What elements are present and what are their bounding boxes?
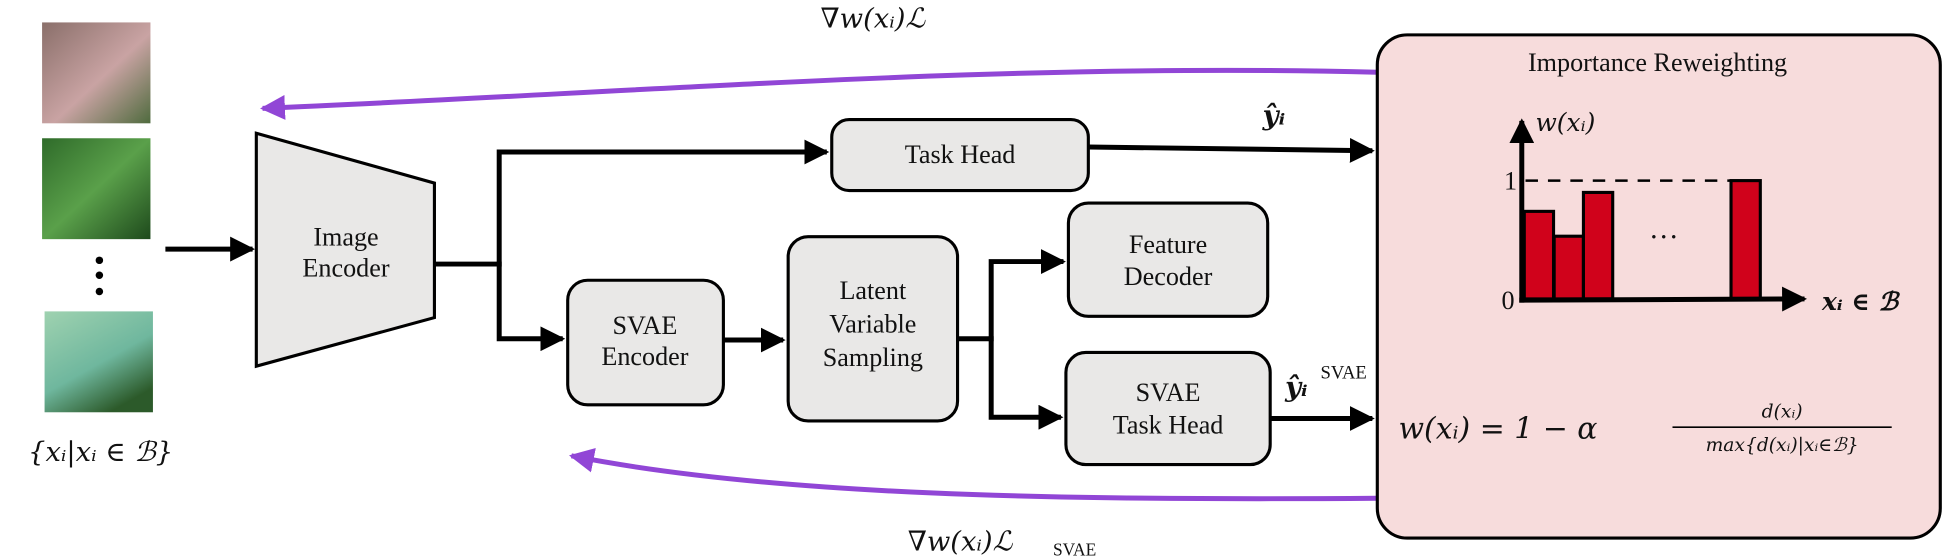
branch-to-svae-task-head [988, 336, 1064, 430]
input-image-forest [42, 138, 151, 240]
feature-decoder-block [1066, 201, 1270, 318]
input-image-urban [42, 22, 151, 124]
gradient-arrow-bottom [568, 447, 1378, 502]
x-axis-label: xᵢ ∈ ℬ [1821, 287, 1901, 316]
y-hat-label: ŷᵢ [1262, 100, 1285, 132]
task-head-block [830, 118, 1090, 193]
svae-encoder-label-2: Encoder [601, 342, 688, 371]
branch-to-svae-encoder [496, 261, 566, 352]
bars-ellipsis: ··· [1649, 221, 1679, 254]
svae-task-head-label-2: Task Head [1113, 410, 1224, 439]
weight-bar [1581, 190, 1615, 301]
gradient-label-bottom: ∇w(xᵢ)ℒ [908, 527, 1014, 558]
y-tick-one: 1 [1504, 166, 1517, 195]
feature-decoder-label-1: Feature [1129, 230, 1207, 259]
image-encoder-block [254, 131, 436, 369]
vertical-ellipsis-icon [95, 256, 104, 296]
latent-sampling-label-1: Latent [839, 276, 907, 305]
weight-x-axis [1519, 286, 1808, 312]
latent-sampling-label-3: Sampling [823, 343, 923, 372]
branch-to-task-head [496, 139, 830, 267]
latent-sampling-block [786, 235, 960, 423]
svae-encoder-label-1: SVAE [612, 311, 677, 340]
input-set-label: {xᵢ|xᵢ ∈ ℬ} [28, 437, 173, 468]
image-encoder-label-2: Encoder [302, 254, 389, 283]
latent-sampling-label-2: Variable [829, 310, 916, 339]
input-image-water [44, 311, 153, 413]
weight-formula-numerator: d(xᵢ) [1762, 401, 1803, 422]
branch-to-feature-decoder [988, 249, 1066, 342]
importance-reweighting-title: Importance Reweighting [1528, 48, 1787, 77]
y-axis-label: w(xᵢ) [1535, 108, 1595, 137]
y-hat-svae-superscript: SVAE [1320, 363, 1366, 384]
importance-reweighting-panel [1375, 33, 1942, 540]
image-encoder-label-1: Image [313, 222, 378, 251]
weight-bar [1552, 234, 1585, 301]
weight-bar [1729, 179, 1762, 301]
task-head-label: Task Head [905, 140, 1016, 169]
weight-formula-denominator: max{d(xᵢ)|xᵢ∈ℬ} [1706, 435, 1859, 456]
gradient-label-bottom-subscript: SVAE [1053, 540, 1096, 558]
task-head-output-arrow [1088, 137, 1375, 163]
svae-task-head-label-1: SVAE [1136, 378, 1201, 407]
y-hat-svae-label: ŷᵢ [1284, 371, 1307, 403]
svae-task-head-block [1064, 350, 1272, 467]
y-tick-zero: 0 [1502, 286, 1515, 315]
weight-bar [1522, 209, 1556, 301]
gradient-arrow-top [260, 67, 1378, 120]
weight-formula-lhs: w(xᵢ) = 1 − α [1398, 411, 1597, 446]
gradient-label-top: ∇w(xᵢ)ℒ [821, 3, 927, 34]
feature-decoder-label-2: Decoder [1124, 262, 1213, 291]
